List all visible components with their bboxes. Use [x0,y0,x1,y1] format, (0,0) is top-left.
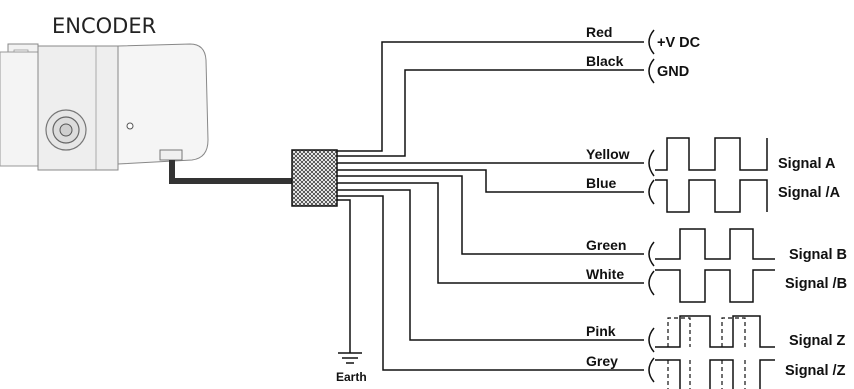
signal-label-gnd: GND [657,64,689,80]
wire-label-pink: Pink [586,323,616,339]
junction-box [291,149,338,207]
wire-label-red: Red [586,24,612,40]
encoder-device: ENCODER [0,14,209,171]
wire-label-green: Green [586,237,626,253]
wire-black [337,69,644,157]
wave-signal-nb [655,269,775,303]
signal-label-a: Signal A [778,156,836,172]
signal-labels: Signal A Signal /A Signal B Signal /B Si… [778,156,847,379]
encoder-title: ENCODER [52,14,156,38]
wave-signal-nz [655,359,681,389]
signal-label-b: Signal B [789,247,847,263]
earth-label: Earth [336,370,367,384]
connector-brackets [648,29,655,383]
wires [337,41,644,371]
wave-signal-na [655,179,768,213]
signal-label-nb: Signal /B [785,276,847,292]
wire-label-grey: Grey [586,353,618,369]
wire-green [337,175,644,255]
wire-label-white: White [586,266,624,282]
wire-label-blue: Blue [586,175,617,191]
wire-white [337,182,644,284]
wave-signal-z [655,315,775,348]
wave-signal-b [655,228,775,260]
signal-label-vdc: +V DC [657,35,701,51]
wire-red [337,41,644,152]
signal-label-z: Signal Z [789,333,846,349]
encoder-cable [169,160,292,184]
waveforms [655,137,775,389]
wire-label-black: Black [586,53,624,69]
wire-blue [337,169,644,193]
wire-earth [337,199,351,353]
signal-label-nz: Signal /Z [785,363,846,379]
wire-labels: Red Black Yellow Blue Green White Pink G… [586,24,630,369]
wave-signal-a [655,137,768,171]
wire-label-yellow: Yellow [586,146,630,162]
signal-label-na: Signal /A [778,185,841,201]
wire-pink [337,189,644,341]
wire-grey [337,195,644,371]
